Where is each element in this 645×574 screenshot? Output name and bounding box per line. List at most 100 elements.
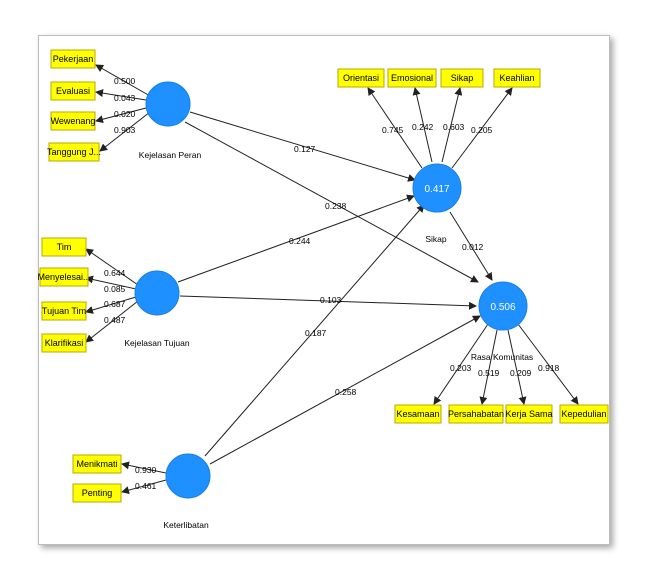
loading-wewenang: 0.020 [114, 109, 136, 119]
arrow-rasa-persahabatan[interactable] [479, 329, 498, 405]
path-tujuan-sikap[interactable] [177, 194, 415, 283]
loading-persahabatan: 0.519 [478, 368, 500, 378]
svg-text:Kejelasan Peran: Kejelasan Peran [139, 150, 202, 160]
loading-tanggung: 0.903 [114, 125, 136, 135]
indicator-klarifikasi[interactable]: Klarifikasi [41, 333, 87, 353]
loading-emosional: 0.242 [412, 122, 434, 132]
svg-text:Tujuan Tim: Tujuan Tim [42, 306, 86, 316]
svg-text:Evaluasi: Evaluasi [56, 86, 90, 96]
svg-text:Kepedulian: Kepedulian [561, 409, 606, 419]
indicator-keahlian[interactable]: Keahlian [493, 68, 541, 88]
svg-text:Tim: Tim [57, 242, 72, 252]
svg-text:Tanggung J...: Tanggung J... [47, 147, 101, 157]
loading-kerjasama: 0.209 [510, 368, 532, 378]
arrow-rasa-kerjasama[interactable] [507, 329, 527, 405]
arrow-peran-tanggung[interactable] [99, 111, 151, 152]
svg-text:Kesamaan: Kesamaan [396, 409, 439, 419]
svg-text:Penting: Penting [82, 488, 113, 498]
indicator-sikap[interactable]: Sikap [440, 68, 484, 88]
arrow-tujuan-tim[interactable] [85, 248, 139, 286]
arrow-peran-wewenang[interactable] [95, 107, 147, 124]
arrow-sikap-emosional[interactable] [412, 87, 433, 163]
coef-keterlibatan-sikap: 0.187 [305, 328, 327, 338]
loading-keahlian: 0.205 [471, 125, 493, 135]
arrow-peran-evaluasi[interactable] [95, 89, 147, 101]
indicator-tim[interactable]: Tim [41, 237, 87, 257]
svg-text:Sikap: Sikap [451, 73, 474, 83]
path-sikap-rasa[interactable] [449, 211, 493, 281]
svg-text:Keterlibatan: Keterlibatan [163, 520, 209, 530]
svg-text:Klarifikasi: Klarifikasi [45, 338, 84, 348]
svg-text:Persahabatan: Persahabatan [448, 409, 504, 419]
svg-text:Pekerjaan: Pekerjaan [53, 54, 94, 64]
arrow-tujuan-klarifikasi[interactable] [85, 300, 139, 343]
construct-kejelasan-peran[interactable]: Kejelasan Peran [139, 81, 202, 160]
loading-kepedulian: 0.918 [538, 363, 560, 373]
loading-labels: 0.500 0.043 0.020 0.903 0.644 0.085 0.68… [104, 76, 560, 491]
loading-pekerjaan: 0.500 [114, 76, 136, 86]
construct-rasa-komunitas[interactable]: 0.506 Rasa Komunitas [471, 281, 533, 362]
indicator-menikmati[interactable]: Menikmati [72, 454, 122, 474]
loading-orientasi: 0.745 [382, 125, 404, 135]
path-keterlibatan-sikap[interactable] [204, 204, 425, 457]
r2-sikap: 0.417 [424, 184, 449, 195]
svg-text:Kerja Sama: Kerja Sama [505, 409, 552, 419]
indicator-tujuantim[interactable]: Tujuan Tim [41, 301, 87, 321]
loading-menyelesai: 0.085 [104, 284, 126, 294]
svg-text:Orientasi: Orientasi [343, 73, 379, 83]
svg-text:Emosional: Emosional [391, 73, 433, 83]
loading-penting: 0.461 [135, 481, 157, 491]
indicator-evaluasi[interactable]: Evaluasi [50, 81, 96, 101]
indicator-kepedulian[interactable]: Kepedulian [559, 404, 609, 424]
coef-tujuan-rasa: 0.103 [320, 295, 342, 305]
indicator-emosional[interactable]: Emosional [387, 68, 437, 88]
indicator-tanggung[interactable]: Tanggung J... [47, 142, 101, 162]
indicator-pekerjaan[interactable]: Pekerjaan [50, 49, 96, 69]
path-keterlibatan-rasa[interactable] [209, 315, 481, 465]
path-peran-sikap[interactable] [189, 111, 416, 182]
indicator-kerjasama[interactable]: Kerja Sama [505, 404, 553, 424]
indicator-wewenang[interactable]: Wewenang [50, 111, 96, 131]
coef-sikap-rasa: 0.012 [462, 242, 484, 252]
indicator-penting[interactable]: Penting [72, 483, 122, 503]
structural-paths [177, 111, 493, 465]
path-tujuan-rasa[interactable] [179, 295, 477, 310]
svg-text:Keahlian: Keahlian [499, 73, 534, 83]
construct-kejelasan-tujuan[interactable]: Kejelasan Tujuan [124, 270, 190, 348]
measurement-arrows [85, 64, 579, 495]
loading-tim: 0.644 [104, 268, 126, 278]
loading-evaluasi: 0.043 [114, 93, 136, 103]
loading-klarifikasi: 0.487 [104, 315, 126, 325]
r2-rasa-komunitas: 0.506 [490, 302, 515, 313]
coef-tujuan-sikap: 0.244 [289, 236, 311, 246]
indicator-persahabatan[interactable]: Persahabatan [448, 404, 504, 424]
coef-peran-sikap: 0.127 [294, 144, 316, 154]
arrow-rasa-kesamaan[interactable] [433, 323, 489, 405]
indicators: Pekerjaan Evaluasi Wewenang Tanggung J..… [37, 49, 609, 503]
coef-keterlibatan-rasa: 0.258 [335, 387, 357, 397]
construct-keterlibatan[interactable]: Keterlibatan [163, 453, 211, 530]
arrow-sikap-orientasi[interactable] [367, 87, 423, 169]
arrow-sikap-keahlian[interactable] [451, 87, 513, 169]
arrow-keterlibatan-menikmati[interactable] [121, 461, 167, 474]
arrow-rasa-kepedulian[interactable] [517, 323, 579, 405]
svg-text:Kejelasan Tujuan: Kejelasan Tujuan [124, 338, 189, 348]
coef-peran-rasa: 0.238 [325, 201, 347, 211]
arrow-tujuan-tujuantim[interactable] [85, 296, 137, 314]
svg-text:Wewenang: Wewenang [51, 116, 96, 126]
constructs: Kejelasan Peran Kejelasan Tujuan Keterli… [124, 81, 533, 530]
construct-sikap[interactable]: 0.417 Sikap [412, 163, 462, 244]
svg-text:Rasa Komunitas: Rasa Komunitas [471, 352, 533, 362]
svg-text:Menikmati: Menikmati [76, 459, 117, 469]
arrow-tujuan-menyelesai[interactable] [85, 275, 137, 290]
indicator-kesamaan[interactable]: Kesamaan [394, 404, 442, 424]
indicator-orientasi[interactable]: Orientasi [337, 68, 385, 88]
arrow-peran-pekerjaan[interactable] [95, 64, 151, 97]
indicator-menyelesai[interactable]: Menyelesai... [37, 267, 91, 287]
path-peran-rasa[interactable] [184, 121, 479, 283]
path-coefficients: 0.127 0.238 0.244 0.103 0.187 0.258 0.01… [289, 144, 484, 397]
loading-kesamaan: 0.203 [450, 363, 472, 373]
arrow-keterlibatan-penting[interactable] [121, 479, 167, 495]
arrow-sikap-sikap[interactable] [441, 87, 463, 163]
